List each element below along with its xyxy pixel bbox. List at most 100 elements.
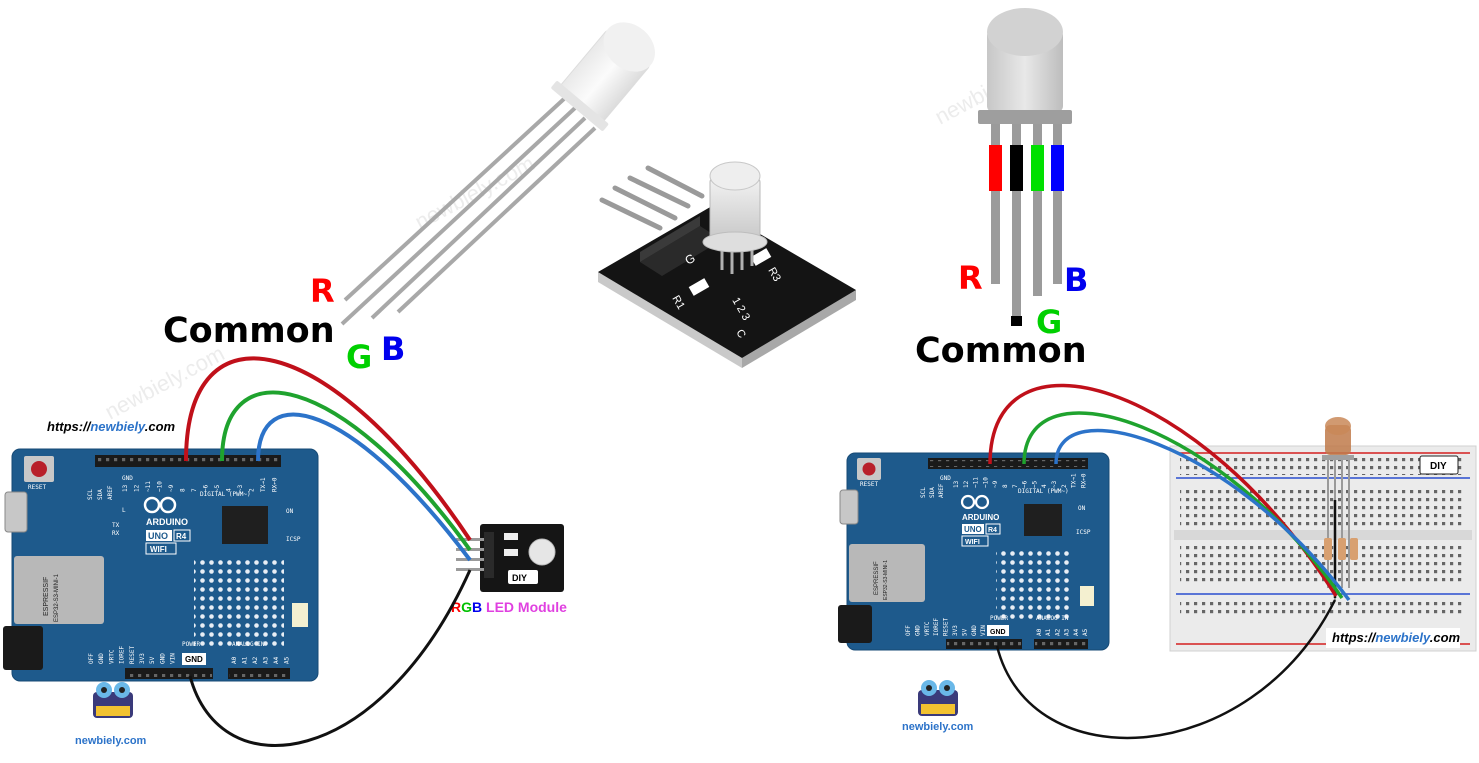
sda-label: SDA bbox=[97, 489, 104, 500]
led-lead-red bbox=[991, 124, 1000, 284]
usb-c-port bbox=[4, 491, 28, 533]
module-pcb-edge bbox=[742, 290, 856, 368]
module-led-dome bbox=[709, 161, 761, 191]
aref-label: AREF bbox=[938, 483, 945, 498]
module-header bbox=[484, 532, 494, 578]
digital-pin-label: 7 bbox=[1012, 484, 1019, 488]
rgb-led-module-large: G R1 R3 1 2 3 C bbox=[598, 161, 856, 368]
wires-left bbox=[184, 356, 472, 748]
r4-text: R4 bbox=[988, 527, 997, 534]
led-lead-common bbox=[340, 106, 577, 326]
power-pin-label: VRTC bbox=[924, 621, 931, 636]
module-header-pin bbox=[627, 175, 691, 209]
wires-right bbox=[988, 383, 1351, 740]
analog-pin-label: A4 bbox=[273, 656, 280, 664]
aref-label: AREF bbox=[107, 485, 114, 500]
digital-label: DIGITAL (PWM~) bbox=[200, 491, 251, 498]
lead-sleeve-blue bbox=[1051, 145, 1064, 191]
right-brand: newbiely.com bbox=[902, 721, 974, 733]
rgb-led-right bbox=[978, 8, 1072, 326]
led-flange bbox=[978, 110, 1072, 124]
scl-label: SCL bbox=[87, 489, 94, 500]
r4-text: R4 bbox=[176, 532, 187, 541]
esp-label-2: ESP32-S3-MINI-1 bbox=[54, 573, 60, 622]
analog-pin-label: A4 bbox=[1073, 628, 1080, 636]
led-flange bbox=[551, 81, 609, 131]
analog-pin-label: A3 bbox=[263, 656, 270, 664]
wifi-text: WIFI bbox=[150, 545, 167, 554]
power-pin-label: OFF bbox=[905, 625, 912, 636]
wire-green bbox=[220, 390, 472, 552]
esp-label-2: ESP32-S3-MINI-1 bbox=[883, 560, 889, 600]
digital-pin-label: 12 bbox=[963, 480, 970, 488]
lead-sleeve-black bbox=[1010, 145, 1023, 191]
svg-text:DIY: DIY bbox=[512, 573, 527, 583]
module-header-pin bbox=[612, 185, 678, 221]
arduino-uno-r4-wifi-left: RESET ESPRESSIF ESP32-S3-MINI-1 DIGITAL … bbox=[3, 448, 319, 682]
left-label-b: B bbox=[381, 330, 405, 368]
tx-label: TX bbox=[112, 522, 120, 529]
left-url: https://newbiely.com bbox=[47, 419, 176, 434]
resistor bbox=[1324, 538, 1332, 560]
arduino-text: ARDUINO bbox=[962, 513, 999, 522]
module-header-pin bbox=[645, 165, 705, 199]
wire-black bbox=[995, 599, 1337, 740]
sda-label: SDA bbox=[929, 487, 936, 498]
esp-label-1: ESPRESSIF bbox=[874, 561, 880, 595]
digital-pin-label: ~6 bbox=[1022, 480, 1029, 488]
led-lead-blue bbox=[396, 126, 597, 314]
digital-pin-label: ~10 bbox=[157, 481, 164, 492]
analog-pin-label: A3 bbox=[1064, 628, 1071, 636]
reset-button bbox=[862, 462, 876, 476]
on-label: ON bbox=[286, 508, 294, 515]
diy-logo bbox=[1419, 455, 1459, 475]
wire-black bbox=[188, 569, 472, 748]
power-pin-label: IOREF bbox=[119, 646, 126, 664]
rgb-led-module-small: DIY bbox=[456, 524, 564, 592]
digital-pin-label: 12 bbox=[134, 484, 141, 492]
power-pin-label: 5V bbox=[961, 628, 968, 636]
wire-blue bbox=[1054, 428, 1351, 602]
digital-pin-label: ~3 bbox=[237, 484, 244, 492]
watermark-text: newbiely.com bbox=[101, 341, 229, 425]
analog-pin-label: A2 bbox=[252, 656, 259, 664]
power-pin-label: IOREF bbox=[933, 618, 940, 636]
left-label-g: G bbox=[346, 338, 372, 376]
digital-pin-label: 4 bbox=[1041, 484, 1048, 488]
center-channel bbox=[1174, 530, 1472, 540]
digital-label: DIGITAL (PWM~) bbox=[1018, 488, 1069, 495]
esp32-module bbox=[14, 556, 104, 624]
breadboard: DIY https://newbiely.com bbox=[1169, 417, 1477, 652]
digital-pin-label: 2 bbox=[249, 488, 256, 492]
power-label: POWER bbox=[182, 641, 200, 648]
l-label: L bbox=[122, 507, 126, 514]
digital-pin-label: 2 bbox=[1061, 484, 1068, 488]
analog-pin-label: A5 bbox=[284, 656, 291, 664]
led-dome bbox=[987, 8, 1063, 56]
svg-text:DIY: DIY bbox=[1430, 461, 1447, 472]
module-smd-resistor bbox=[750, 248, 772, 266]
wire-red bbox=[988, 383, 1338, 597]
usb-c-port bbox=[839, 489, 859, 525]
digital-pin-label: RX←0 bbox=[1080, 473, 1087, 488]
arduino-logo bbox=[960, 494, 990, 510]
wire-red bbox=[184, 356, 472, 542]
qwiic-connector bbox=[1080, 586, 1094, 606]
esp-label-1: ESPRESSIF bbox=[43, 577, 50, 616]
uno-text: UNO bbox=[148, 531, 168, 541]
wifi-text: WIFI bbox=[965, 539, 980, 546]
module-label: RGB LED Module bbox=[451, 599, 567, 615]
resistor bbox=[1338, 538, 1346, 560]
digital-pin-label: ~9 bbox=[168, 484, 175, 492]
lead-sleeve-red bbox=[989, 145, 1002, 191]
module-pcb-edge bbox=[598, 272, 742, 368]
uno-text: UNO bbox=[964, 525, 982, 534]
on-label: ON bbox=[1078, 505, 1086, 512]
power-pin-label: GND bbox=[971, 625, 978, 636]
dc-jack bbox=[838, 605, 872, 643]
digital-pin-label: ~11 bbox=[973, 477, 980, 488]
led-matrix bbox=[194, 556, 284, 646]
digital-pin-label: 8 bbox=[180, 488, 187, 492]
